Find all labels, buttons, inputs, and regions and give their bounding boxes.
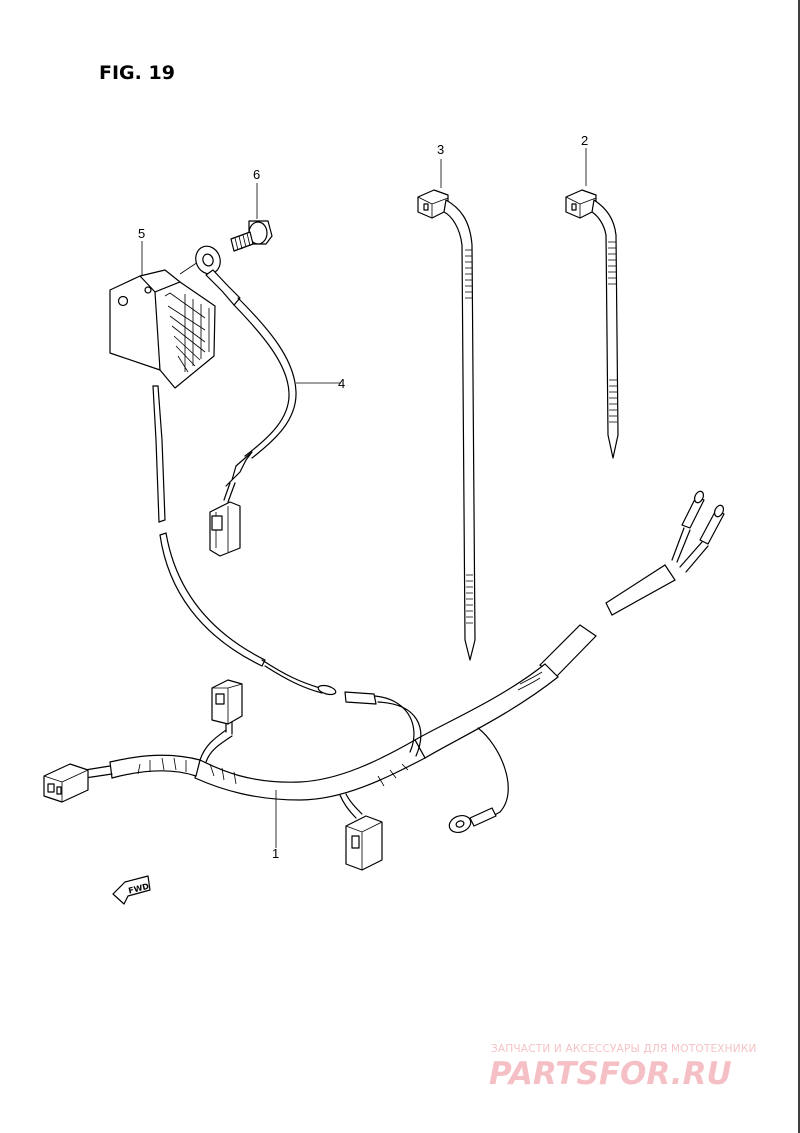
regulator-part-5 (109, 241, 337, 696)
figure-title: FIG. 19 (99, 62, 175, 84)
bolt-part-6 (230, 183, 273, 252)
watermark-brand: PARTSFOR.RU (489, 1056, 732, 1092)
callout-5: 5 (138, 226, 145, 241)
callout-2: 2 (581, 133, 588, 148)
wiring-harness-part-1 (43, 490, 725, 871)
callout-3: 3 (437, 142, 444, 157)
cable-tie-part-2 (565, 148, 619, 459)
watermark-tagline: ЗАПЧАСТИ И АКСЕССУАРЫ ДЛЯ МОТОТЕХНИКИ (491, 1043, 757, 1055)
cable-tie-part-3 (417, 159, 476, 661)
callout-1: 1 (272, 846, 279, 861)
callout-6: 6 (253, 167, 260, 182)
callout-4: 4 (338, 376, 345, 391)
ground-lead-part-4 (195, 245, 341, 557)
forward-direction-arrow-icon: FWD (112, 875, 151, 905)
